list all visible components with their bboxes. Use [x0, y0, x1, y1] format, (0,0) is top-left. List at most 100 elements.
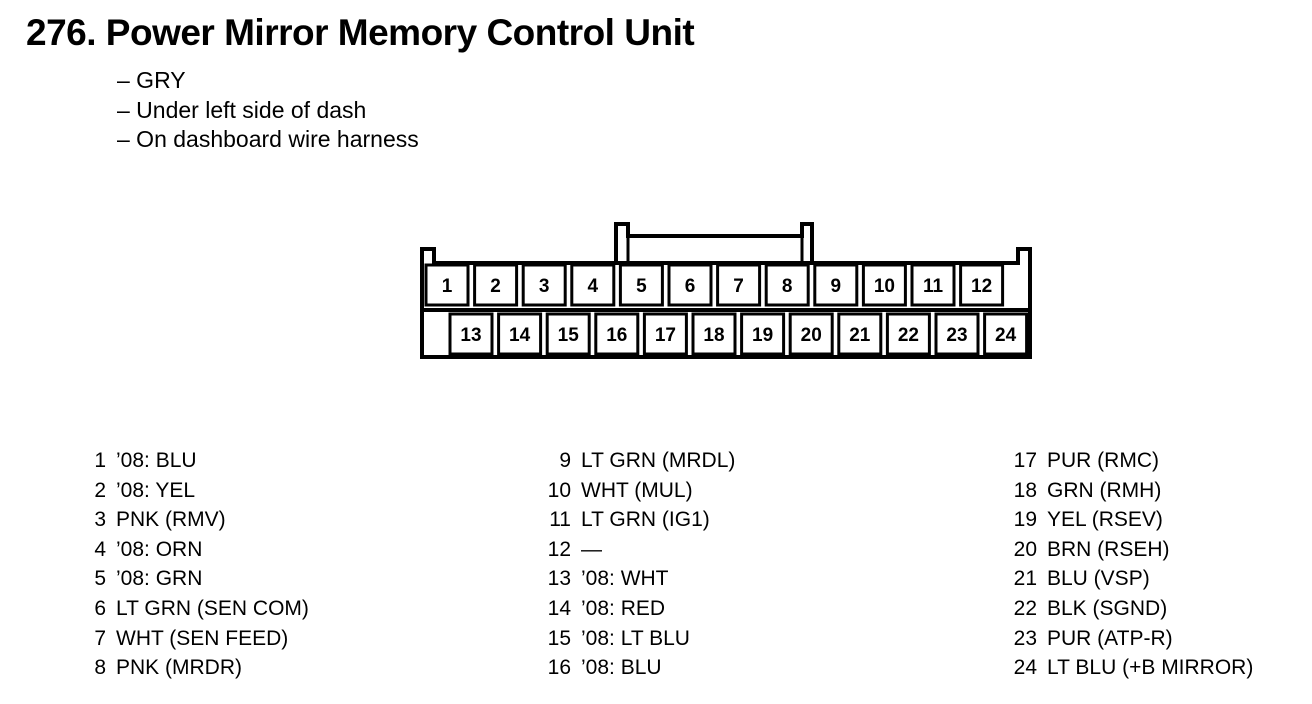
pin-list-item: 13 ’08: WHT	[530, 564, 735, 594]
pin-description: PNK (MRDR)	[116, 656, 242, 680]
pin-description: GRN (RMH)	[1047, 478, 1162, 502]
pin-list-item: 4’08: ORN	[70, 535, 309, 565]
pin-cavity	[934, 312, 980, 356]
connector-pin-label: 7	[733, 276, 744, 297]
pin-cavity	[983, 312, 1029, 356]
connector-pin-label: 11	[923, 276, 944, 297]
connector-pin-label: 4	[588, 276, 599, 297]
pin-number: 5	[94, 567, 106, 591]
pin-description: ’08: BLU	[116, 449, 197, 472]
connector-pin-label: 3	[539, 276, 550, 297]
pin-number: 14	[547, 596, 571, 620]
pin-cavity	[448, 312, 494, 356]
connector-pin-label: 1	[442, 276, 453, 297]
pin-cavity	[910, 263, 956, 307]
pin-list-item: 2 ’08: YEL	[70, 476, 309, 506]
pin-cavity	[497, 312, 543, 356]
connector-pin-label: 21	[849, 325, 871, 346]
pin-cavity	[642, 312, 688, 356]
pin-list-item: 6 LT GRN (SEN COM)	[70, 594, 309, 624]
pin-list-item: 5’08: GRN	[70, 564, 309, 594]
pin-description: YEL (RSEV)	[1047, 508, 1163, 532]
pin-number: 19	[1013, 508, 1037, 532]
pin-cavity	[691, 312, 737, 356]
connector-housing	[420, 247, 1032, 359]
pin-description: BRN (RSEH)	[1047, 537, 1170, 561]
connector-harness: – On dashboard wire harness	[117, 126, 419, 152]
connector-pin-label: 15	[558, 325, 580, 346]
pin-description: LT GRN (SEN COM)	[116, 596, 309, 620]
pin-number: 18	[1013, 478, 1037, 502]
pin-cavity	[861, 263, 907, 307]
pin-cavity	[813, 263, 859, 307]
pin-description: PUR (ATP-R)	[1047, 626, 1173, 650]
pin-cavity	[764, 263, 810, 307]
pin-number: 6	[94, 596, 106, 620]
connector-pin-label: 19	[752, 325, 773, 346]
pin-list-item: 7 WHT (SEN FEED)	[70, 624, 309, 654]
connector-pin-label: 22	[898, 325, 919, 346]
pin-list-item: 14 ’08: RED	[530, 594, 735, 624]
pin-number: 2	[94, 478, 106, 502]
pin-description: ’08: LT BLU	[581, 626, 690, 650]
pin-description: —	[581, 537, 602, 561]
pin-number: 3	[94, 508, 106, 532]
connector-pin-label: 10	[874, 276, 895, 297]
pin-list-item: 12 —	[530, 535, 735, 565]
pin-list-item: 19 YEL (RSEV)	[985, 505, 1253, 535]
connector-pin-label: 20	[801, 325, 822, 346]
pin-number: 8	[94, 656, 106, 680]
pin-description: ’08: YEL	[116, 478, 196, 502]
pin-cavity	[473, 263, 519, 307]
pin-description: ’08: WHT	[581, 567, 669, 591]
connector-pin-label: 23	[946, 325, 967, 346]
pin-description: PUR (RMC)	[1047, 449, 1159, 472]
pin-list-item: 9 LT GRN (MRDL)	[530, 446, 735, 476]
page-title: 276. Power Mirror Memory Control Unit	[26, 12, 695, 53]
pin-description: WHT (MUL)	[581, 478, 693, 502]
pin-cavity	[740, 312, 786, 356]
pin-cavity	[667, 263, 713, 307]
pin-list-item: 15 ’08: LT BLU	[530, 624, 735, 654]
pin-list-item: 20 BRN (RSEH)	[985, 535, 1253, 565]
pin-number: 12	[547, 537, 571, 561]
pin-description: ’08: ORN	[116, 537, 203, 561]
connector-pin-label: 18	[703, 325, 724, 346]
pin-number: 22	[1013, 596, 1037, 620]
pin-cavity	[618, 263, 664, 307]
pin-cavity	[716, 263, 762, 307]
pin-cavity	[424, 263, 470, 307]
connector-pin-label: 6	[685, 276, 696, 297]
pin-list-item: 18 GRN (RMH)	[985, 476, 1253, 506]
connector-pin-label: 5	[636, 276, 647, 297]
pin-number: 15	[547, 626, 571, 650]
connector-pin-label: 12	[971, 276, 992, 297]
connector-lock-tab	[614, 222, 814, 263]
pin-description: LT GRN (MRDL)	[581, 449, 736, 472]
pin-number: 13	[547, 567, 571, 591]
pin-cavity	[570, 263, 616, 307]
pin-cavity	[885, 312, 931, 356]
connector-details: – GRY – Under left side of dash – On das…	[117, 66, 419, 155]
pin-list-item: 1 ’08: BLU	[70, 446, 309, 476]
connector-pin-label: 16	[606, 325, 627, 346]
connector-pin-label: 9	[831, 276, 842, 297]
pin-number: 1	[94, 449, 106, 472]
pin-cavity	[521, 263, 567, 307]
pin-description: WHT (SEN FEED)	[116, 626, 289, 650]
pin-number: 9	[559, 449, 571, 472]
connector-pin-label: 13	[460, 325, 481, 346]
pin-description: ’08: RED	[581, 596, 666, 620]
pin-number: 7	[94, 626, 106, 650]
pin-number: 20	[1013, 537, 1037, 561]
pin-description: LT BLU (+B MIRROR)	[1047, 656, 1254, 680]
